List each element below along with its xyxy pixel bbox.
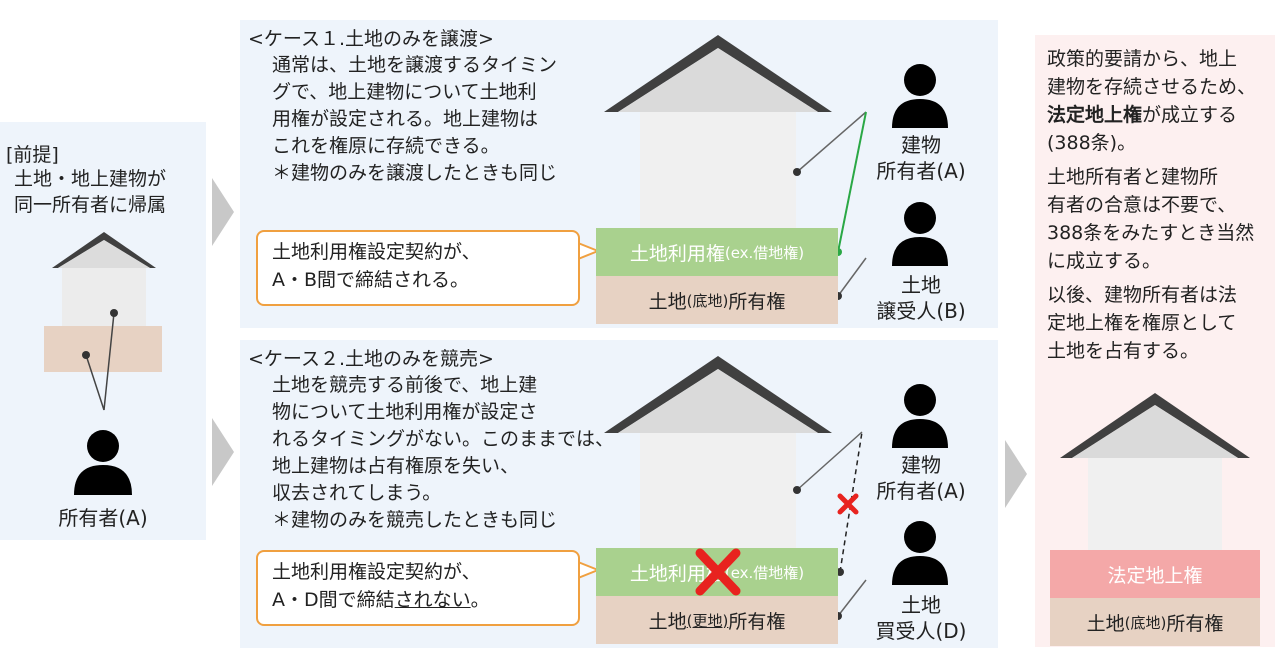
case1-green-sub: (ex.借地権) (724, 243, 805, 262)
statutory-surface-right-term: 法定地上権 (1047, 104, 1143, 126)
case1-building-owner-label: 建物 所有者(A) (866, 132, 976, 184)
case2-title: <ケース２.土地のみを競売> (248, 348, 494, 370)
conclusion-line-6: 有者の合意は不要で、 (1047, 194, 1237, 216)
case1-land-use-right-bar: 土地利用権(ex.借地権) (596, 228, 838, 276)
conclusion-line-10: 定地上権を権原として (1047, 312, 1237, 334)
case1-title: <ケース１.土地のみを譲渡> (248, 28, 494, 50)
conclusion-line-4: (388条)。 (1047, 132, 1137, 154)
case1-land-ownership-bar: 土地(底地)所有権 (596, 276, 838, 324)
conclusion-line-7: 388条をみたすとき当然 (1047, 222, 1255, 244)
case1-transferee-label: 土地 譲受人(B) (866, 272, 976, 324)
case1-callout-line-1: 土地利用権設定契約が、 (272, 241, 481, 263)
case2-land-ownership-bar: 土地(更地)所有権 (596, 596, 838, 644)
case2-green-sub: (ex.借地権) (724, 563, 805, 582)
case1-tan-sub: (底地) (686, 291, 729, 310)
premise-line-1: 土地・地上建物が (14, 168, 167, 190)
arrow-right-icon (1005, 440, 1027, 508)
case1-tan-post: 所有権 (728, 290, 786, 313)
case1-green-main: 土地利用権 (629, 242, 725, 265)
conclusion-tan-pre: 土地 (1086, 612, 1125, 635)
case2-line-1: 土地を競売する前後で、地上建 (272, 374, 538, 396)
case1-transferee-line-2: 譲受人(B) (876, 299, 966, 323)
case2-building-owner-label: 建物 所有者(A) (866, 452, 976, 504)
case2-line-3: れるタイミングがない。このままでは、 (272, 428, 615, 450)
conclusion-tan-post: 所有権 (1166, 612, 1224, 635)
case2-line-5: 収去されてしまう。 (272, 482, 442, 504)
arrow-right-icon (212, 418, 234, 486)
case2-buyer-line-1: 土地 (901, 593, 941, 617)
conclusion-line-3-suffix: が成立する (1142, 104, 1238, 126)
case1-line-3: 用権が設定される。地上建物は (272, 108, 539, 130)
case2-line-2: 物について土地利用権が設定さ (272, 401, 538, 423)
statutory-surface-right-bar: 法定地上権 (1050, 550, 1260, 598)
case2-callout-line-2-post: 。 (470, 589, 490, 611)
case2-buyer-line-2: 買受人(D) (875, 619, 967, 643)
case2-line-6: ＊建物のみを競売したときも同じ (272, 509, 558, 531)
conclusion-line-3: 法定地上権が成立する (1047, 102, 1237, 128)
case1-callout-line-2: A・B間で締結される。 (272, 269, 470, 291)
premise-line-2: 同一所有者に帰属 (14, 194, 167, 216)
case2-callout-line-2: A・D間で締結されない。 (272, 586, 564, 614)
premise-owner-label: 所有者(A) (58, 506, 148, 530)
case1-building-owner-line-1: 建物 (901, 133, 941, 157)
case2-callout-line-2-underlined: されない (394, 589, 471, 611)
case1-callout: 土地利用権設定契約が、 A・B間で締結される。 (256, 230, 580, 306)
case1-tan-pre: 土地 (648, 290, 687, 313)
case2-line-4: 地上建物は占有権原を失い、 (272, 455, 520, 477)
conclusion-line-5: 土地所有者と建物所 (1047, 166, 1219, 188)
case2-green-main: 土地利用 (629, 562, 706, 585)
case2-callout-line-1: 土地利用権設定契約が、 (272, 561, 481, 583)
conclusion-line-2: 建物を存続させるため、 (1047, 76, 1257, 98)
conclusion-line-11: 土地を占有する。 (1047, 340, 1200, 362)
case1-line-1: 通常は、土地を譲渡するタイミン (272, 54, 558, 76)
case1-building-owner-line-2: 所有者(A) (876, 159, 966, 183)
conclusion-line-9: 以後、建物所有者は法 (1047, 284, 1238, 306)
case1-line-5: ＊建物のみを譲渡したときも同じ (272, 162, 558, 184)
case2-buyer-label: 土地 買受人(D) (866, 592, 976, 644)
case1-transferee-line-1: 土地 (901, 273, 941, 297)
case2-callout-line-2-pre: A・D間で締結 (272, 589, 395, 611)
conclusion-land-ownership-bar: 土地(底地)所有権 (1050, 598, 1260, 646)
case2-tan-pre: 土地 (648, 610, 687, 633)
conclusion-tan-sub: (底地) (1124, 613, 1167, 632)
case2-building-owner-line-1: 建物 (901, 453, 941, 477)
conclusion-line-1: 政策的要請から、地上 (1047, 48, 1238, 70)
case1-line-2: グで、地上建物について土地利 (272, 81, 537, 103)
conclusion-line-8: に成立する。 (1047, 250, 1162, 272)
premise-title: [前提] (6, 144, 59, 166)
case1-line-4: これを権原に存続できる。 (272, 135, 500, 157)
case2-callout: 土地利用権設定契約が、 A・D間で締結されない。 (256, 550, 580, 626)
arrow-right-icon (212, 178, 234, 246)
case2-tan-sub: (更地) (686, 611, 729, 630)
case2-building-owner-line-2: 所有者(A) (876, 479, 966, 503)
case2-tan-post: 所有権 (728, 610, 786, 633)
